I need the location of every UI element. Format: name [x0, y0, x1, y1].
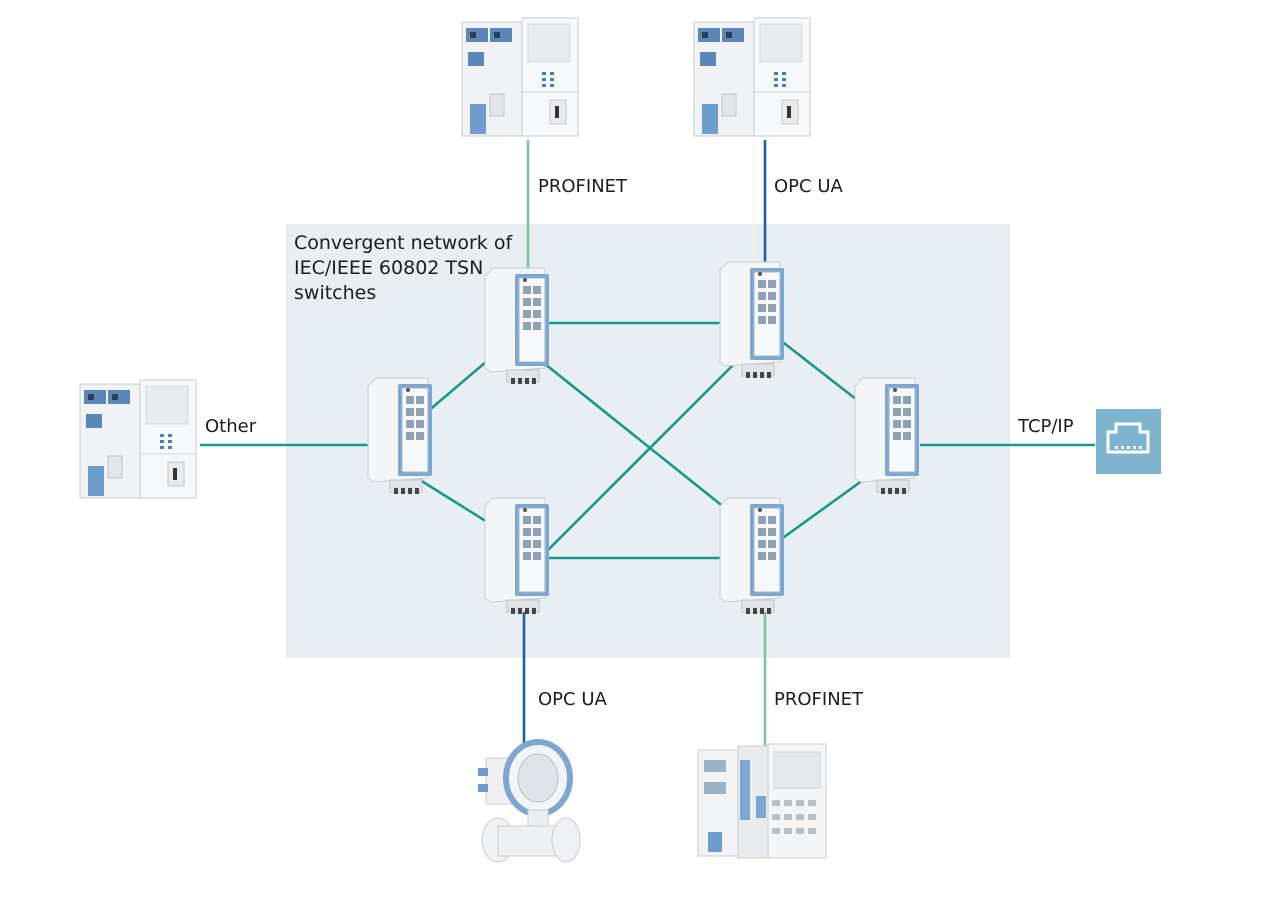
tsn-switch-icon: [854, 377, 920, 495]
link-label-right: TCP/IP: [1017, 416, 1074, 437]
link-label-top-left: PROFINET: [538, 176, 628, 197]
link-label-left: Other: [205, 416, 257, 437]
ethernet-port-icon: [1096, 409, 1161, 474]
plc-controller-icon: [79, 379, 197, 499]
network-area-label-line-1: Convergent network of: [294, 232, 513, 254]
flowmeter-icon: [478, 739, 581, 863]
plc-controller-icon: [693, 17, 811, 137]
tsn-switch-icon: [484, 267, 550, 385]
link-label-bottom-right: PROFINET: [774, 689, 864, 710]
link-label-bottom-left: OPC UA: [538, 689, 607, 710]
network-area-label-line-3: switches: [294, 282, 376, 304]
tsn-mesh-links: [200, 321, 1095, 560]
link-label-top-right: OPC UA: [774, 176, 843, 197]
opcua-links: [522, 140, 767, 755]
io-module-icon: [697, 743, 827, 859]
tsn-switch-icon: [719, 497, 785, 615]
tsn-switch-icon: [719, 261, 785, 379]
profinet-links: [526, 140, 767, 752]
plc-controller-icon: [461, 17, 579, 137]
tsn-switch-icon: [484, 497, 550, 615]
tsn-switch-icon: [367, 377, 433, 495]
network-area-label-line-2: IEC/IEEE 60802 TSN: [294, 257, 483, 279]
